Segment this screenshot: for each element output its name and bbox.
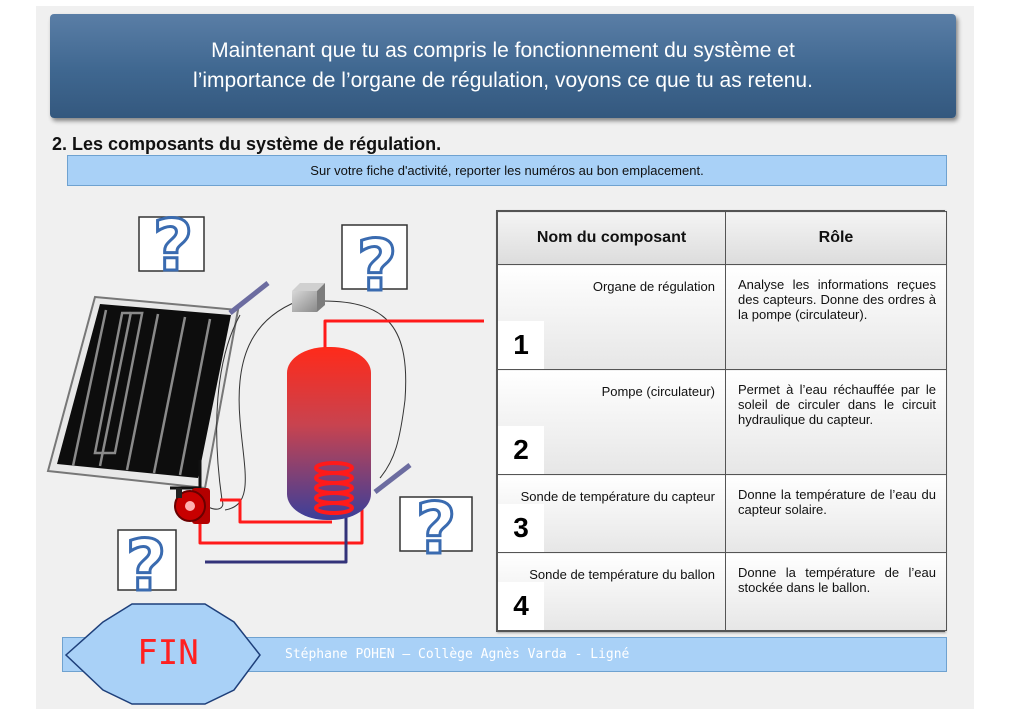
column-header-component: Nom du composant: [497, 211, 726, 265]
header-line-1: Maintenant que tu as compris le fonction…: [211, 39, 795, 62]
component-name: Pompe (circulateur): [601, 384, 715, 400]
component-role: Donne la température de l’eau du capteur…: [725, 474, 947, 554]
component-number: 2: [498, 426, 544, 475]
question-mark-icon: ?: [153, 205, 194, 287]
control-wires: [204, 300, 407, 511]
component-number: 3: [498, 504, 544, 553]
component-role: Analyse les informations reçues des capt…: [725, 263, 947, 371]
question-mark-icon: ?: [416, 488, 457, 570]
instruction-bar: Sur votre fiche d'activité, reporter les…: [67, 155, 947, 186]
components-table: Nom du composant Rôle Organe de régulati…: [496, 210, 947, 632]
question-mark-icon: ?: [126, 525, 167, 607]
question-box-1: [138, 216, 205, 272]
question-mark-icon: ?: [357, 225, 398, 307]
solar-collector: [46, 295, 240, 490]
fin-label: FIN: [137, 633, 199, 673]
component-number: 4: [498, 582, 544, 630]
component-number: 1: [498, 321, 544, 370]
footer-credit: Stéphane POHEN – Collège Agnès Varda - L…: [285, 647, 630, 662]
header-line-2: l’importance de l’organe de régulation, …: [193, 69, 813, 92]
question-box-2: [341, 224, 408, 290]
tank-probe: [373, 463, 412, 494]
pump-circulator: [174, 488, 210, 524]
component-name: Sonde de température du capteur: [520, 489, 715, 505]
collector-probe: [228, 281, 270, 315]
component-role: Donne la température de l’eau stockée da…: [725, 552, 947, 631]
component-role: Permet à l’eau réchauffée par le soleil …: [725, 369, 947, 476]
section-title: 2. Les composants du système de régulati…: [52, 134, 442, 154]
question-box-3: [399, 496, 473, 552]
table-row: Organe de régulation 1 Analyse les inform…: [497, 263, 947, 371]
component-name: Sonde de température du ballon: [529, 567, 715, 583]
table-row: Pompe (circulateur) 2 Permet à l’eau réch…: [497, 369, 947, 476]
regulator-box: [292, 283, 325, 312]
header-banner: Maintenant que tu as compris le fonction…: [50, 14, 956, 118]
question-box-4: [117, 529, 177, 591]
component-name: Organe de régulation: [592, 279, 715, 294]
column-header-role: Rôle: [725, 211, 947, 265]
storage-tank: [287, 347, 371, 520]
